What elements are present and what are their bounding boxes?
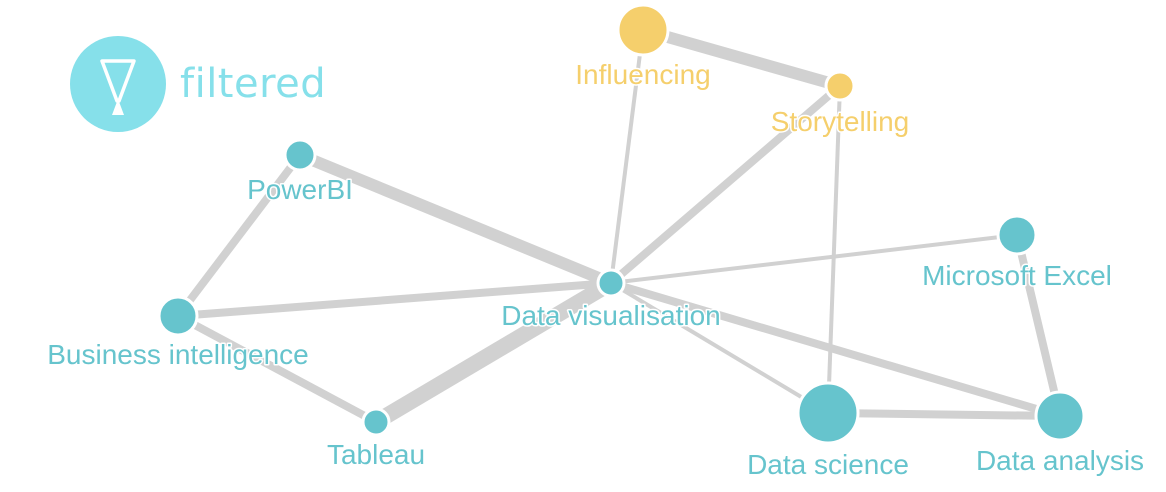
node-data-analysis[interactable] bbox=[1034, 390, 1086, 442]
edge-microsoft-excel-data-analysis bbox=[1013, 234, 1064, 417]
edge-storytelling-data-visualisation bbox=[608, 82, 843, 287]
node-business-intelligence[interactable] bbox=[157, 295, 199, 337]
edge-influencing-data-visualisation bbox=[609, 29, 645, 284]
edge-influencing-storytelling bbox=[641, 24, 842, 92]
logo-text: filtered bbox=[180, 61, 327, 107]
edge-powerbi-data-visualisation bbox=[297, 149, 614, 289]
node-label-tableau: Tableau bbox=[327, 439, 425, 470]
node-layer bbox=[157, 3, 1086, 445]
edge-business-intelligence-tableau bbox=[176, 312, 378, 426]
node-influencing[interactable] bbox=[616, 3, 670, 57]
node-label-data-science: Data science bbox=[747, 449, 909, 480]
node-tableau[interactable] bbox=[361, 407, 391, 437]
node-label-powerbi: PowerBI bbox=[247, 174, 353, 205]
logo-mark bbox=[70, 36, 166, 132]
node-label-microsoft-excel: Microsoft Excel bbox=[922, 260, 1112, 291]
node-label-data-visualisation: Data visualisation bbox=[501, 300, 720, 331]
edge-data-visualisation-data-science bbox=[609, 281, 830, 415]
edge-business-intelligence-data-visualisation bbox=[177, 279, 612, 320]
node-data-visualisation[interactable] bbox=[596, 268, 626, 298]
edge-tableau-data-visualisation bbox=[371, 276, 616, 429]
funnel-icon bbox=[100, 59, 136, 115]
filtered-logo: filtered bbox=[70, 36, 326, 132]
node-microsoft-excel[interactable] bbox=[996, 214, 1038, 256]
node-label-business-intelligence: Business intelligence bbox=[47, 339, 309, 370]
edge-powerbi-business-intelligence bbox=[174, 152, 304, 319]
node-label-storytelling: Storytelling bbox=[771, 106, 910, 137]
edge-layer bbox=[174, 24, 1064, 429]
node-storytelling[interactable] bbox=[824, 70, 856, 102]
node-label-data-analysis: Data analysis bbox=[976, 445, 1144, 476]
node-data-science[interactable] bbox=[796, 381, 860, 445]
node-powerbi[interactable] bbox=[283, 138, 317, 172]
node-label-influencing: Influencing bbox=[575, 59, 710, 90]
edge-data-science-data-analysis bbox=[827, 409, 1061, 420]
edge-data-visualisation-microsoft-excel bbox=[610, 233, 1018, 285]
edge-storytelling-data-science bbox=[826, 85, 842, 414]
edge-data-visualisation-data-analysis bbox=[609, 279, 1062, 420]
